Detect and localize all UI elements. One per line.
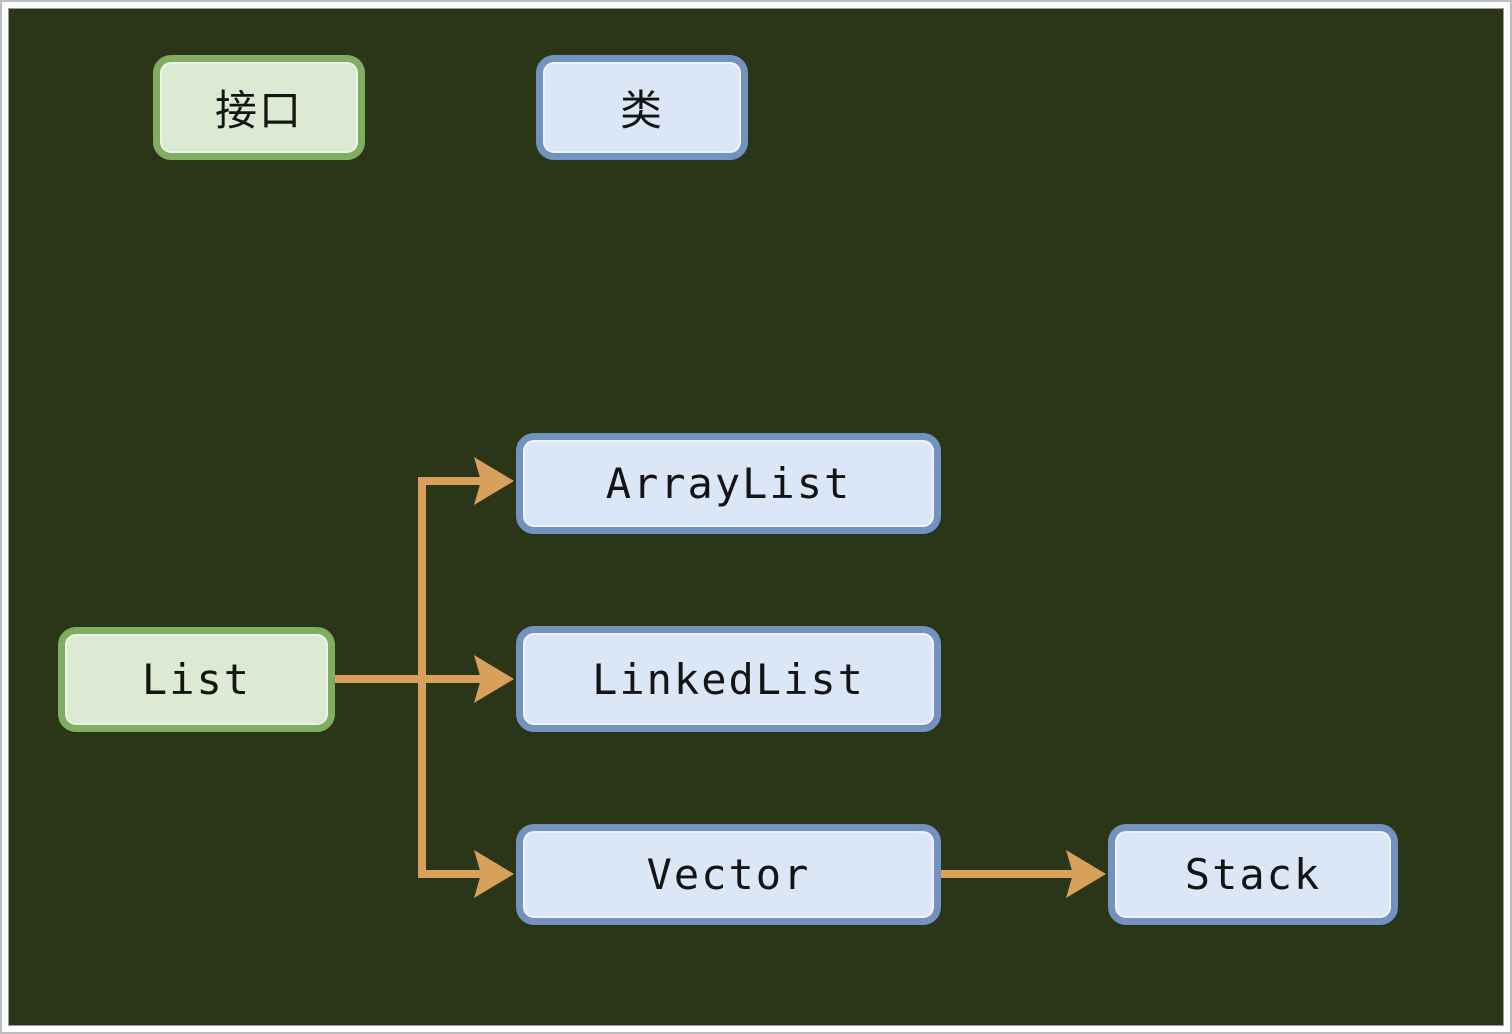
arrow-head-arraylist bbox=[474, 457, 514, 505]
arrow-head-linkedlist bbox=[474, 655, 514, 703]
node-vector-label: Vector bbox=[646, 850, 811, 899]
legend-interface-box: 接口 bbox=[153, 55, 365, 160]
node-linkedlist: LinkedList bbox=[516, 626, 941, 732]
node-list: List bbox=[58, 627, 335, 732]
node-arraylist-label: ArrayList bbox=[605, 459, 852, 508]
arrow-head-vector bbox=[474, 850, 514, 898]
legend-class-box: 类 bbox=[536, 55, 748, 160]
node-arraylist: ArrayList bbox=[516, 433, 941, 534]
edge-path-list-branches bbox=[418, 477, 481, 878]
legend-interface-label: 接口 bbox=[214, 86, 303, 135]
node-vector: Vector bbox=[516, 824, 941, 925]
legend-class-label: 类 bbox=[619, 86, 664, 135]
node-list-label: List bbox=[141, 655, 252, 704]
node-stack-label: Stack bbox=[1184, 850, 1322, 899]
node-stack: Stack bbox=[1108, 824, 1398, 925]
node-linkedlist-label: LinkedList bbox=[592, 654, 865, 704]
arrow-head-stack bbox=[1066, 850, 1106, 898]
diagram-canvas: 接口 类 List ArrayList LinkedList Vector St… bbox=[8, 8, 1504, 1026]
